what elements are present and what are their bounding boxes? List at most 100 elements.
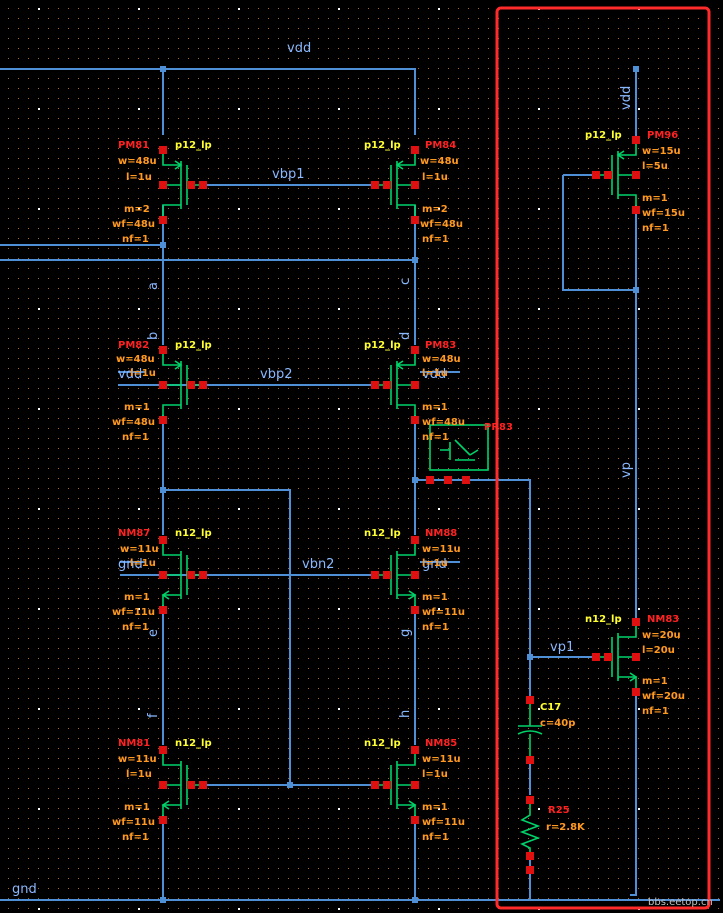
net-c-label: c [398, 278, 413, 285]
nm88-nf: nf=1 [422, 622, 449, 633]
pm84-l: l=1u [422, 172, 448, 183]
nm88-model: n12_lp [364, 528, 401, 539]
nm88-wf: wf=11u [422, 607, 465, 618]
transistor-pm81[interactable] [159, 146, 207, 224]
pm96-nf: nf=1 [642, 223, 669, 234]
nm81-m: m=1 [124, 802, 150, 813]
pm81-wf: wf=48u [112, 219, 155, 230]
pm81-w: w=48u [118, 156, 157, 167]
pm96-w: w=15u [642, 146, 681, 157]
net-vbn2-label: vbn2 [302, 557, 334, 572]
nm85-m: m=1 [422, 802, 448, 813]
net-vdd-right-label: vdd [619, 86, 634, 110]
transistor-pm82[interactable] [159, 346, 207, 424]
highlight-box [495, 6, 711, 910]
net-vbp2-label: vbp2 [260, 367, 292, 382]
nm83-nf: nf=1 [642, 706, 669, 717]
nm83-wf: wf=20u [642, 691, 685, 702]
nm85-nf: nf=1 [422, 832, 449, 843]
pm81-l: l=1u [126, 172, 152, 183]
pm83-w: w=48u [422, 354, 461, 365]
pin-gnd-left-label: gnd [118, 557, 143, 572]
nm85-l: l=1u [422, 769, 448, 780]
transistor-nm81[interactable] [159, 746, 207, 824]
pm81-model: p12_lp [175, 140, 212, 151]
pm82-nf: nf=1 [122, 432, 149, 443]
nm88-name: NM88 [425, 528, 457, 539]
net-f-label: f [146, 713, 161, 718]
nm81-name: NM81 [118, 738, 150, 749]
transistor-nm88[interactable] [371, 536, 419, 614]
transistor-pm96[interactable] [592, 136, 640, 214]
nm85-wf: wf=11u [422, 817, 465, 828]
net-labels: vdd vbp1 vbp2 vbn2 vp1 gnd vdd vp a b c … [12, 41, 634, 897]
pm83-model: p12_lp [364, 340, 401, 351]
nm85-w: w=11u [422, 754, 461, 765]
pm96-m: m=1 [642, 193, 668, 204]
nm83-name: NM83 [647, 614, 679, 625]
c17-name: C17 [540, 702, 561, 713]
pm82-wf: wf=48u [112, 417, 155, 428]
pm84-m: m=2 [422, 204, 448, 215]
r25-name: R25 [548, 805, 570, 816]
net-h-label: h [398, 710, 413, 718]
pm83-l: l=1u [422, 368, 448, 379]
transistor-pm83[interactable] [371, 346, 419, 424]
device-labels: PM81 p12_lp w=48u l=1u m=2 wf=48u nf=1 p… [112, 130, 685, 843]
pm96-wf: wf=15u [642, 208, 685, 219]
pm82-name: PM82 [118, 340, 149, 351]
net-vbp1-label: vbp1 [272, 167, 304, 182]
nm88-w: w=11u [422, 544, 461, 555]
pm96-model: p12_lp [585, 130, 622, 141]
net-vp-label: vp [619, 462, 634, 478]
transistor-nm83[interactable] [592, 618, 640, 696]
pm81-name: PM81 [118, 140, 149, 151]
transistor-nm85[interactable] [371, 746, 419, 824]
nm81-l: l=1u [126, 769, 152, 780]
pm83-name: PM83 [425, 340, 456, 351]
transistor-nm87[interactable] [159, 536, 207, 614]
pm81-m: m=2 [124, 204, 150, 215]
nm87-nf: nf=1 [122, 622, 149, 633]
c17-value: c=40p [540, 718, 575, 729]
nm87-model: n12_lp [175, 528, 212, 539]
nm83-l: l=20u [642, 645, 675, 656]
nm81-nf: nf=1 [122, 832, 149, 843]
pin-gnd-right-label: gnd [422, 557, 447, 572]
pm84-nf: nf=1 [422, 234, 449, 245]
net-e-label: e [146, 629, 161, 637]
nm81-wf: wf=11u [112, 817, 155, 828]
device-pr83[interactable] [426, 424, 489, 484]
capacitor-c17[interactable] [517, 696, 543, 764]
transistor-pm84[interactable] [371, 146, 419, 224]
pm84-model: p12_lp [364, 140, 401, 151]
devices [159, 136, 640, 824]
nm88-l: l=1u [422, 558, 448, 569]
nm87-wf: wf=11u [112, 607, 155, 618]
net-b-label: b [146, 332, 161, 340]
nm87-l: l=1u [130, 558, 156, 569]
watermark: bbs.eetop.cn [648, 897, 713, 908]
pm96-name: PM96 [647, 130, 678, 141]
pm81-nf: nf=1 [122, 234, 149, 245]
nm88-m: m=1 [422, 592, 448, 603]
pm82-w: w=48u [116, 354, 155, 365]
pm84-name: PM84 [425, 140, 456, 151]
nm81-model: n12_lp [175, 738, 212, 749]
net-g-label: g [398, 629, 413, 637]
r25-value: r=2.8K [546, 822, 586, 833]
resistor-r25[interactable] [519, 796, 541, 874]
pm84-w: w=48u [420, 156, 459, 167]
nm87-name: NM87 [118, 528, 150, 539]
pm83-nf: nf=1 [422, 432, 449, 443]
pm82-model: p12_lp [175, 340, 212, 351]
net-d-label: d [398, 332, 413, 340]
junctions [160, 66, 639, 903]
pm82-m: m=1 [124, 402, 150, 413]
nm87-m: m=1 [124, 592, 150, 603]
nm83-w: w=20u [642, 630, 681, 641]
nm87-w: w=11u [120, 544, 159, 555]
pin-vdd-left-label: vdd [118, 367, 142, 382]
nm83-model: n12_lp [585, 614, 622, 625]
